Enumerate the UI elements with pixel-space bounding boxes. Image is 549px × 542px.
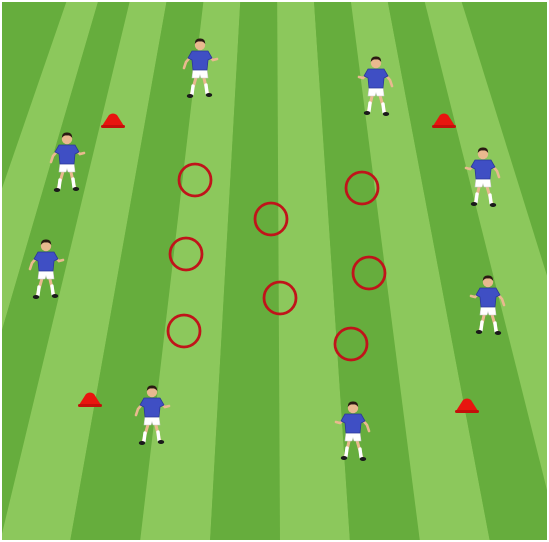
drill-diagram [0, 0, 549, 542]
pitch [0, 0, 549, 542]
